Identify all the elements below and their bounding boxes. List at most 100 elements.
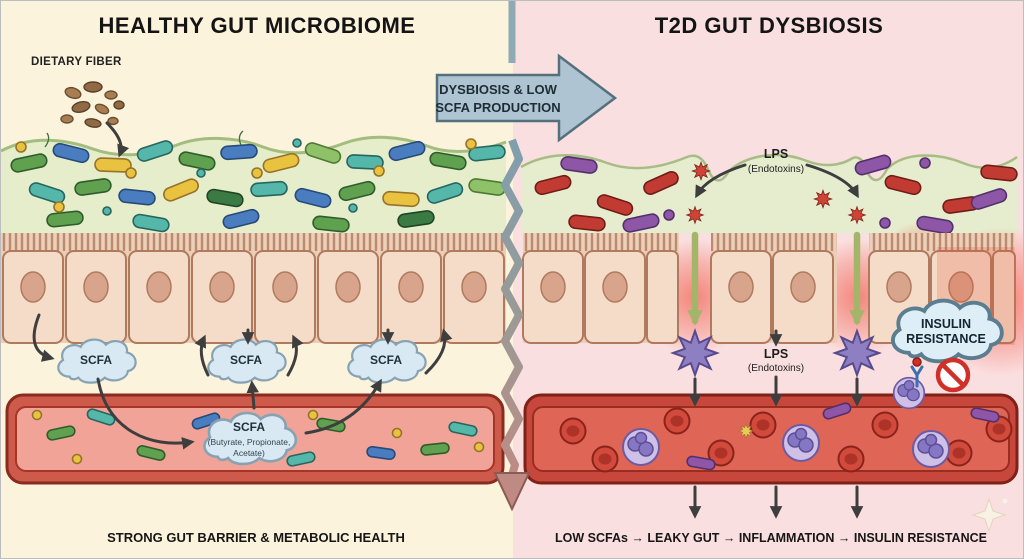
- epithelial-cell: [522, 250, 584, 344]
- bacteria-layer-dysbiotic: [533, 152, 1019, 236]
- right-footer: LOW SCFAs → LEAKY GUT → INFLAMMATION → I…: [555, 531, 987, 545]
- insulin-resistance-line1: INSULIN: [921, 317, 971, 331]
- blood-vessel-left: SCFA (Butyrate, Propionate, Acetate): [5, 393, 505, 485]
- epithelial-cell: [254, 250, 316, 344]
- bacterium-coccus: [919, 157, 931, 169]
- bacterium-coccus: [307, 409, 319, 421]
- epithelial-cell: [65, 250, 127, 344]
- epithelial-cell: [191, 250, 253, 344]
- lps-mid-label: LPS: [764, 347, 788, 361]
- bacterium-rod: [381, 190, 421, 208]
- scfa-vessel-cloud-line2: Acetate): [233, 448, 265, 458]
- lps-mid-sublabel: (Endotoxins): [748, 363, 804, 374]
- bacterium-coccus: [465, 138, 477, 150]
- transition-arrow-line2: SCFA PRODUCTION: [435, 100, 560, 115]
- bacterium-coccus: [391, 427, 403, 439]
- red-blood-cell: [871, 411, 899, 439]
- immune-cell: [912, 430, 950, 468]
- red-blood-cell: [837, 445, 865, 473]
- translocation-arrows-green: [687, 231, 865, 326]
- inflammation-burst-left: [672, 330, 718, 376]
- scfa-vessel-cloud-title: SCFA: [233, 420, 265, 434]
- bacterium-coccus: [53, 201, 65, 213]
- bacterium-rod: [45, 209, 85, 229]
- immune-cell: [892, 376, 926, 410]
- epithelium-left: [1, 233, 506, 344]
- bacterium-coccus: [251, 167, 263, 179]
- left-footer: STRONG GUT BARRIER & METABOLIC HEALTH: [107, 530, 405, 545]
- bacterium-coccus: [473, 441, 485, 453]
- dysbiosis-transition-arrow: [435, 53, 618, 143]
- panel-divider: DYSBIOSIS & LOW SCFA PRODUCTION: [435, 1, 618, 512]
- pathogen-star: [691, 161, 711, 181]
- fiber-to-mucus-arrow: [105, 121, 130, 158]
- bacterium-coccus: [71, 453, 83, 465]
- bacterium-rod: [249, 180, 289, 198]
- inflammation-burst-right: [834, 330, 880, 376]
- pathogen-star: [813, 189, 833, 209]
- pathogen-star: [686, 206, 704, 224]
- epithelial-cell: [317, 250, 379, 344]
- lps-top-label: LPS: [764, 147, 788, 161]
- left-panel: HEALTHY GUT MICROBIOME DIETARY FIBER: [1, 1, 513, 558]
- vessel-to-scfa2-arrow: [246, 380, 260, 410]
- epithelial-cell: [380, 250, 442, 344]
- microvilli-band: [711, 233, 837, 251]
- flagellum: [238, 130, 244, 146]
- epithelial-cell-damaged: [646, 250, 679, 344]
- bacterium-coccus: [125, 167, 137, 179]
- bacterium-rod: [93, 157, 133, 173]
- left-panel-title: HEALTHY GUT MICROBIOME: [99, 13, 416, 38]
- dietary-fiber-label: DIETARY FIBER: [31, 56, 122, 68]
- scfa3-to-cell-arrow: [424, 328, 453, 375]
- bacterium-rod: [219, 143, 259, 161]
- bacterium-coccus: [348, 203, 358, 213]
- microvilli-band: [1, 233, 506, 251]
- epithelial-cell-damaged: [992, 250, 1016, 344]
- epithelial-cell: [128, 250, 190, 344]
- vessel-to-scfa3-arrow: [304, 378, 382, 435]
- bacterium-coccus: [31, 409, 43, 421]
- red-blood-cell: [749, 411, 777, 439]
- lps-top-sublabel: (Endotoxins): [748, 164, 804, 175]
- bacterium-coccus: [373, 165, 385, 177]
- blood-vessel-right: [523, 393, 1019, 485]
- lps-arrow-right: [805, 163, 859, 199]
- bacterium-rod: [311, 214, 351, 234]
- divider-zigzag: [501, 138, 523, 477]
- immune-cell: [622, 428, 660, 466]
- left-arrows: [32, 121, 453, 450]
- bacterium-coccus: [879, 217, 891, 229]
- red-blood-cell: [945, 439, 973, 467]
- right-panel: T2D GUT DYSBIOSIS: [513, 1, 1023, 558]
- epithelial-cell: [710, 250, 772, 344]
- scfa-vessel-cloud-line1: (Butyrate, Propionate,: [208, 437, 291, 447]
- red-blood-cell: [559, 417, 587, 445]
- bacterium-rod: [419, 441, 451, 457]
- scfa2-to-cell-arrow-left: [194, 334, 210, 377]
- bacterium-coccus: [196, 168, 206, 178]
- bacterium-coccus: [102, 206, 112, 216]
- bacterium-coccus: [663, 209, 675, 221]
- mucus-layer-right: [520, 153, 1018, 233]
- scfa-cloud-1-label: SCFA: [80, 353, 112, 367]
- right-panel-title: T2D GUT DYSBIOSIS: [655, 13, 884, 38]
- epithelial-cell: [2, 250, 64, 344]
- microvilli-band: [869, 233, 1015, 251]
- bacterium-rod: [979, 163, 1019, 183]
- epithelial-cell: [584, 250, 646, 344]
- bacterium-coccus: [15, 141, 27, 153]
- scfa-cloud-3-label: SCFA: [370, 353, 402, 367]
- bacterium-coccus: [292, 138, 302, 148]
- microvilli-band: [523, 233, 679, 251]
- bacteria-layer-healthy: [9, 130, 507, 234]
- dietary-fiber-cluster: [60, 81, 125, 128]
- epithelial-cell: [443, 250, 505, 344]
- cell-to-scfa1-arrow: [32, 313, 55, 362]
- scfa-cloud-2-label: SCFA: [230, 353, 262, 367]
- insulin-resistance-line2: RESISTANCE: [906, 332, 986, 346]
- right-arrows: [688, 163, 864, 519]
- sparkle-icon: [971, 497, 1008, 533]
